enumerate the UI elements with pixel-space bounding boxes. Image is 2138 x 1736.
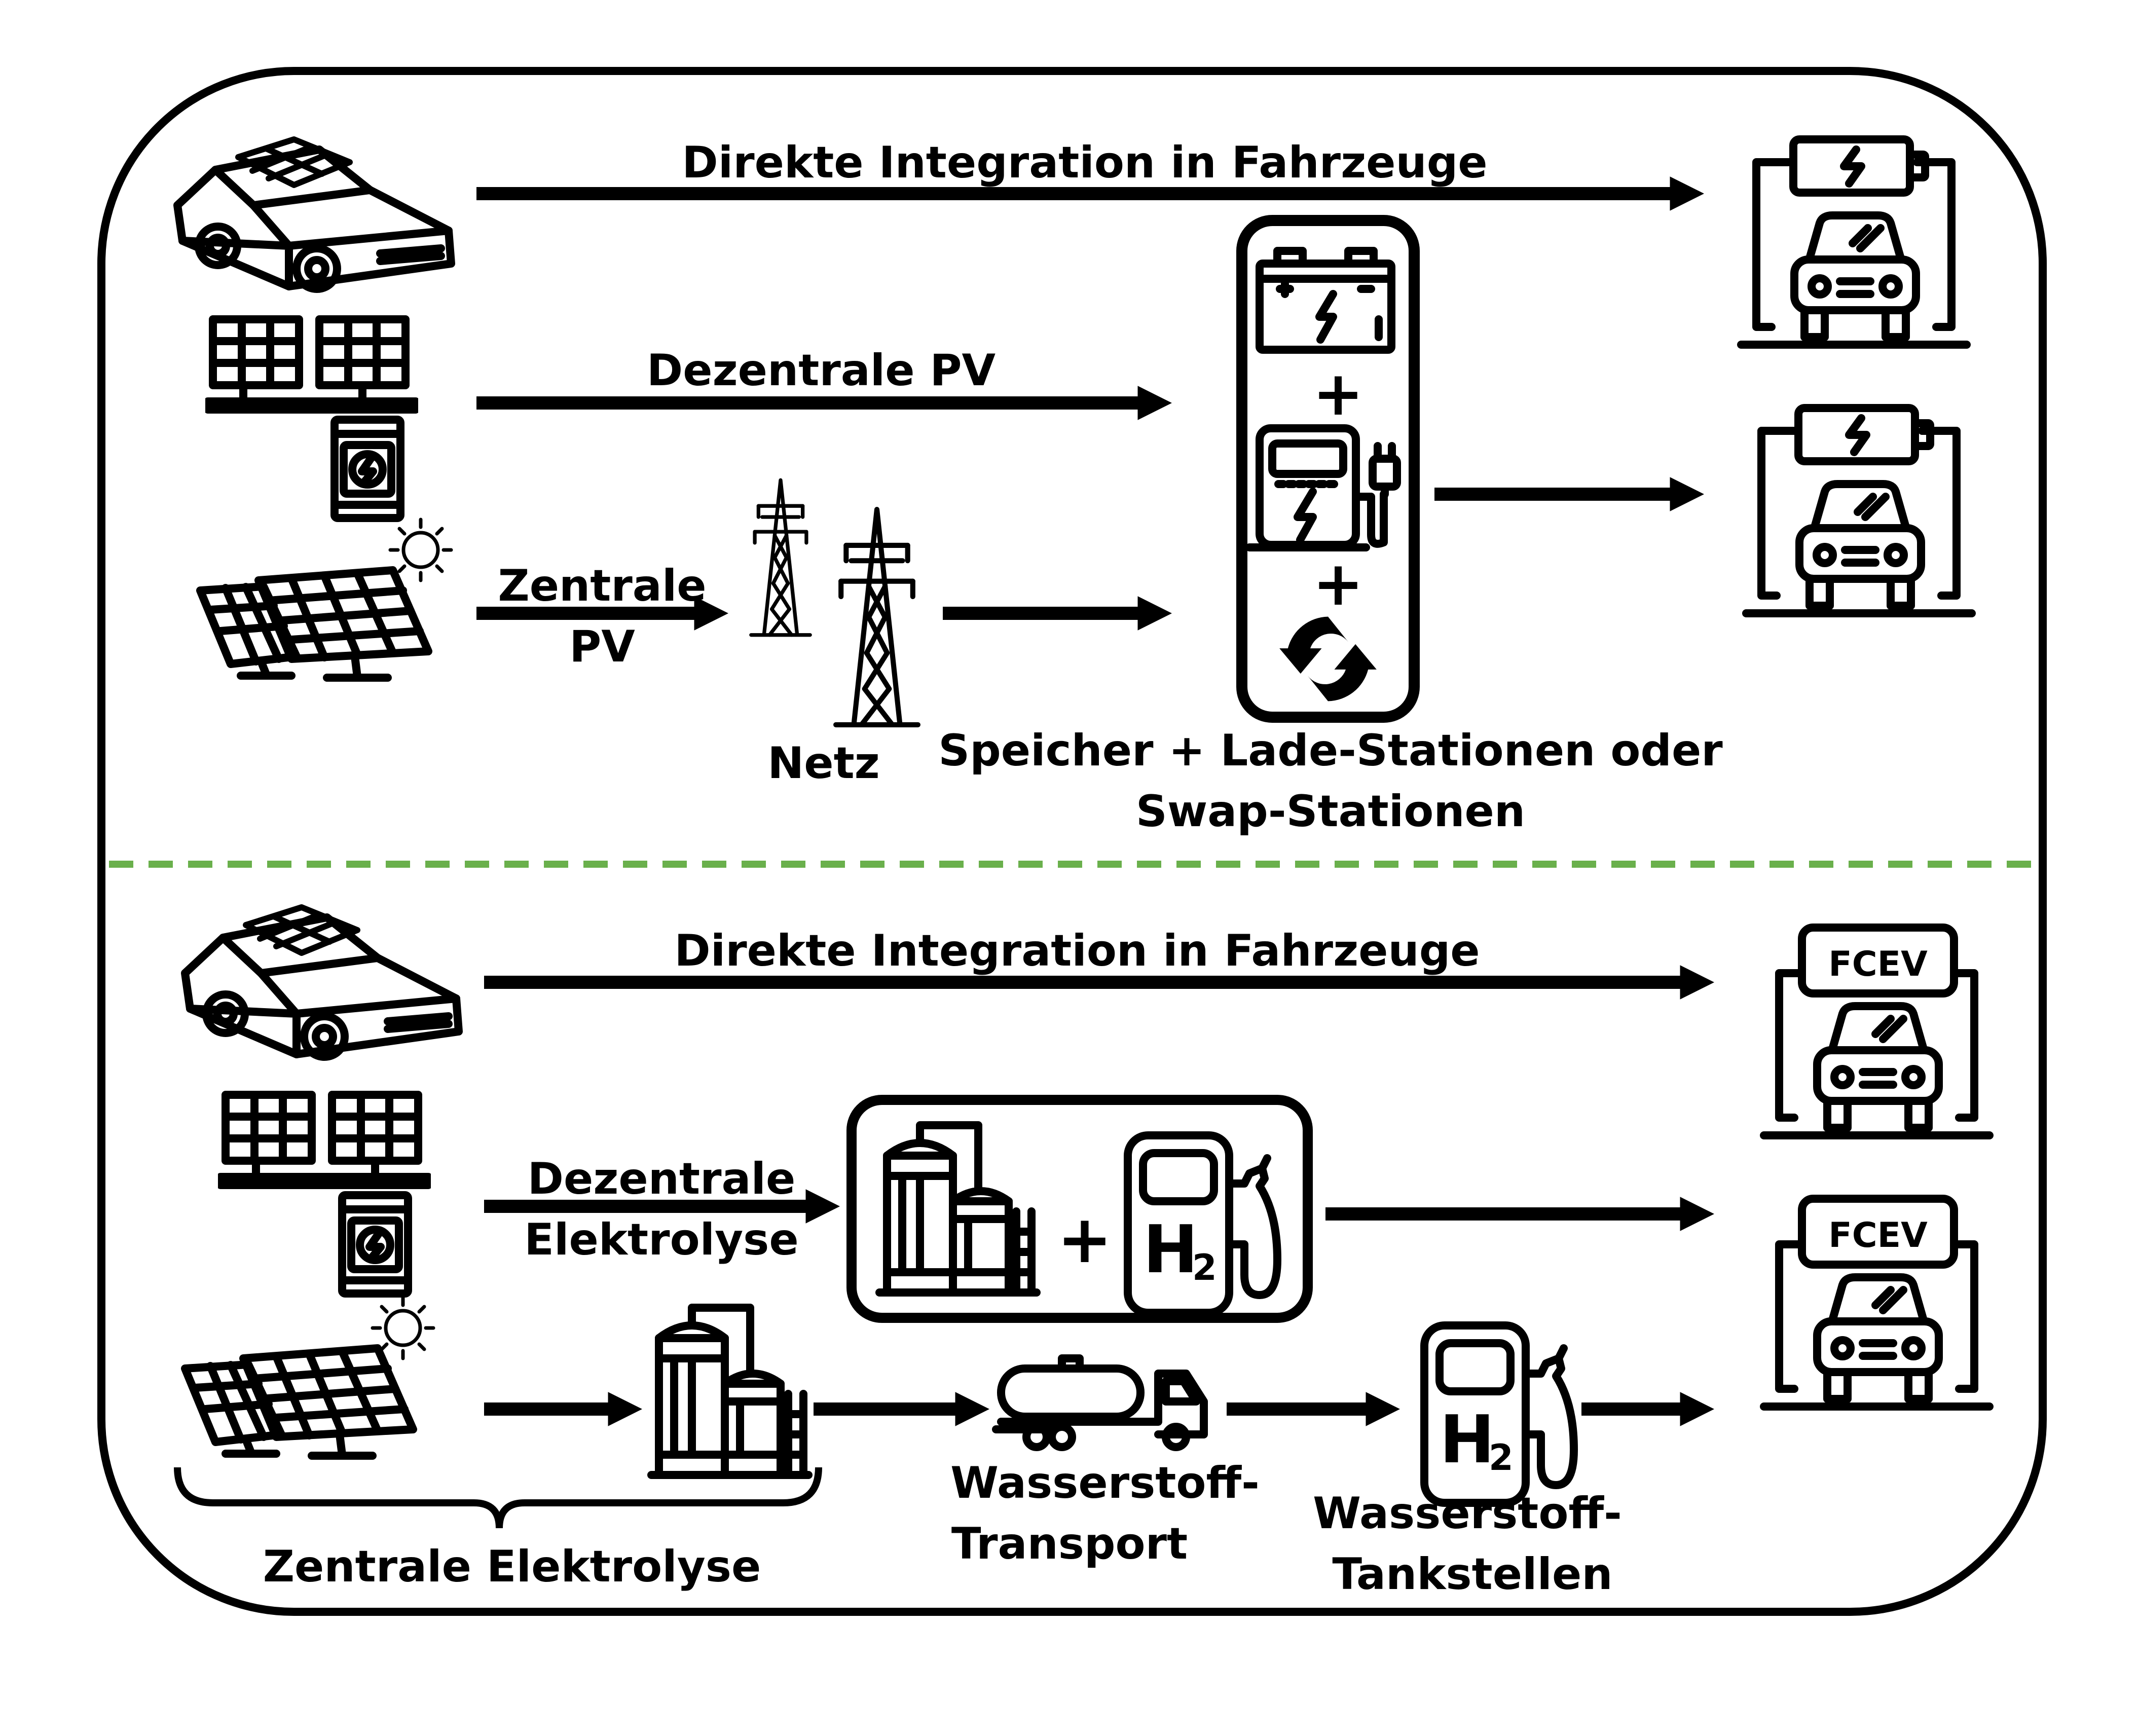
h2-subscript: 2 [1192,1247,1217,1288]
rooftop-pv-icon [208,319,416,410]
label-h2-stations-1: Wasserstoff- [1313,1488,1622,1539]
electrolyzer-icon [879,1125,1037,1292]
sun-icon [390,520,451,580]
fcev-label: FCEV [1828,1215,1928,1255]
label-grid: Netz [767,738,879,789]
charging-station-icon [1249,428,1397,547]
label-direct-integration-bottom: Direkte Integration in Fahrzeuge [674,926,1480,976]
plus-sign: + [1057,1201,1113,1278]
central-electrolysis-brace [174,1467,822,1529]
label-h2-transport-2: Transport [951,1519,1188,1569]
label-central-pv-2: PV [569,621,635,672]
plus-sign: + [1313,359,1364,429]
rooftop-pv-icon [220,1095,428,1185]
h2-symbol: H [1143,1211,1198,1288]
solar-farm-icon [185,1348,413,1456]
battery-swap-icon [1279,616,1377,701]
label-h2-stations-2: Tankstellen [1332,1549,1612,1600]
label-h2-transport-1: Wasserstoff- [950,1458,1260,1508]
h2-subscript: 2 [1489,1437,1514,1479]
label-central-pv-1: Zentrale [498,561,706,611]
decentral-electrolysis-box [846,1095,1313,1323]
transmission-tower-icon [751,480,810,635]
label-direct-integration-top: Direkte Integration in Fahrzeuge [682,137,1487,188]
hydrogen-truck-icon [996,1358,1204,1447]
h2-symbol: H [1440,1401,1495,1478]
plus-sign: + [1313,549,1364,619]
storage-station-box [1236,215,1420,723]
label-central-electrolysis: Zentrale Elektrolyse [263,1541,761,1592]
solar-car-icon [185,907,459,1057]
electric-vehicle-icon [1741,139,1967,345]
fcev-label: FCEV [1828,944,1928,984]
electric-vehicle-icon [1746,408,1972,613]
label-storage-1: Speicher + Lade-Stationen oder [938,725,1723,776]
label-decentral-electrolysis-2: Elektrolyse [524,1214,798,1265]
inverter-icon [342,1195,408,1294]
solar-car-icon [177,139,451,289]
label-storage-2: Swap-Stationen [1136,786,1525,837]
transmission-tower-icon [836,509,918,725]
label-decentral-electrolysis-1: Dezentrale [528,1154,796,1204]
label-decentral-pv: Dezentrale PV [647,345,996,396]
solar-farm-icon [200,570,428,678]
outer-frame [97,67,2047,1616]
electrolyzer-icon [651,1308,808,1475]
inverter-icon [335,420,400,518]
battery-icon [1260,251,1391,350]
